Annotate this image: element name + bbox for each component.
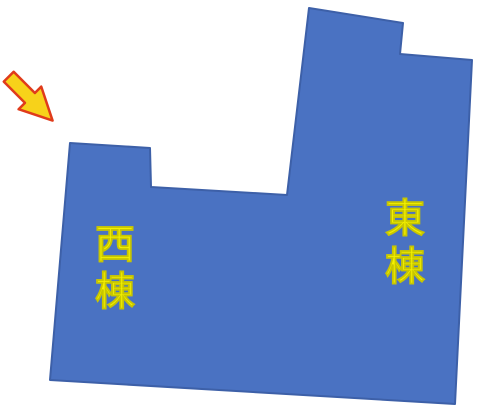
building-footprint (49, 7, 473, 405)
east-building-label-bottom: 棟 (385, 243, 426, 290)
west-building-label-bottom: 棟 (95, 268, 136, 315)
arrow-icon (2, 70, 54, 122)
east-building-label-top: 東 (385, 195, 425, 242)
west-building-label-top: 西 (95, 221, 135, 268)
